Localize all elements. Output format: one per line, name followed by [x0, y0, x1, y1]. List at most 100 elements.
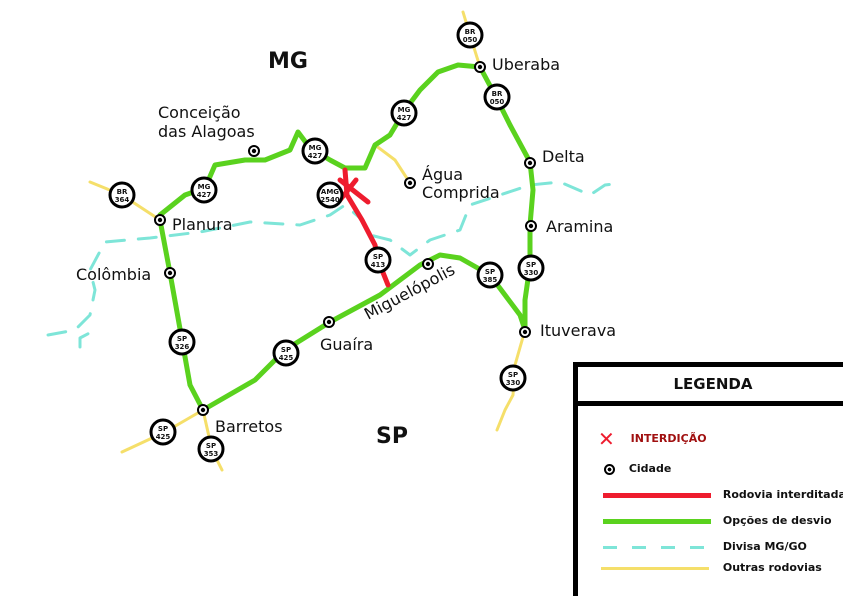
city-marker-dot	[251, 148, 257, 154]
shield-circle	[272, 339, 300, 367]
city-marker-dot	[477, 64, 483, 70]
shield-circle	[390, 99, 418, 127]
shield-label: SP	[158, 425, 168, 433]
city-marker-dot	[326, 319, 332, 325]
city-label-agua-comprida: Comprida	[422, 183, 500, 202]
shield-label: MG	[198, 183, 211, 191]
city-label-conceicao: das Alagoas	[158, 122, 255, 141]
city-label-guaira: Guaíra	[320, 335, 373, 354]
shield-label: 364	[115, 196, 130, 204]
shield-circle	[456, 21, 484, 49]
legend-detour: Opções de desvio	[603, 514, 832, 527]
red-line-swatch	[603, 492, 711, 498]
shield-label: AMG	[321, 188, 339, 196]
interdiction-x-icon	[337, 177, 371, 205]
legend-interdiction: ✕ INTERDIÇÃO	[598, 427, 707, 451]
legend-city: Cidade	[604, 462, 671, 475]
shield-label: SP	[508, 371, 518, 379]
city-marker-dot	[157, 217, 163, 223]
shield-label: SP	[206, 442, 216, 450]
shield-label: 413	[371, 261, 386, 269]
shield-circle	[483, 83, 511, 111]
shield-label: 353	[204, 450, 219, 458]
shield-label: SP	[526, 261, 536, 269]
shield-label: 2540	[320, 196, 340, 204]
legend-border: Divisa MG/GO	[603, 540, 807, 553]
legend-other-roads: Outras rodovias	[601, 561, 822, 574]
shield-label: 330	[506, 379, 521, 387]
city-marker-dot	[200, 407, 206, 413]
city-label-agua-comprida: Água	[422, 165, 463, 184]
shield-label: MG	[398, 106, 411, 114]
city-marker-dot	[167, 270, 173, 276]
shield-label: MG	[309, 144, 322, 152]
city-label-colombia: Colômbia	[76, 265, 151, 284]
shield-label: BR	[492, 90, 503, 98]
yellow-line-swatch	[601, 566, 709, 570]
city-label-ituverava: Ituverava	[540, 321, 616, 340]
city-marker-dot	[407, 180, 413, 186]
shield-label: 425	[279, 354, 294, 362]
shield-label: 330	[524, 269, 539, 277]
shield-circle	[168, 328, 196, 356]
shield-label: 425	[156, 433, 171, 441]
shield-label: SP	[485, 268, 495, 276]
shield-label: 427	[308, 152, 323, 160]
city-label-uberaba: Uberaba	[492, 55, 560, 74]
shield-circle	[301, 137, 329, 165]
cyan-dash-swatch	[603, 545, 711, 549]
city-marker-dot	[527, 160, 533, 166]
shield-circle	[499, 364, 527, 392]
state-border	[78, 328, 97, 349]
city-marker-dot	[522, 329, 528, 335]
shield-label: 050	[463, 36, 478, 44]
shield-label: 326	[175, 343, 190, 351]
legend-blocked-road: Rodovia interditada	[603, 488, 843, 501]
shield-circle	[517, 254, 545, 282]
shield-label: 050	[490, 98, 505, 106]
shield-circle	[108, 181, 136, 209]
other-roads	[88, 10, 527, 472]
region-label-mg: MG	[268, 49, 308, 74]
shield-circle	[149, 418, 177, 446]
city-marker-dot	[528, 223, 534, 229]
city-dot-icon	[604, 463, 615, 475]
shield-circle	[190, 176, 218, 204]
city-label-planura: Planura	[172, 215, 233, 234]
shield-label: BR	[465, 28, 476, 36]
shield-label: SP	[177, 335, 187, 343]
shield-label: SP	[373, 253, 383, 261]
shield-label: BR	[117, 188, 128, 196]
shield-circle	[364, 246, 392, 274]
city-label-aramina: Aramina	[546, 217, 613, 236]
city-label-conceicao: Conceição	[158, 103, 241, 122]
shield-circle	[197, 435, 225, 463]
shield-label: 427	[197, 191, 212, 199]
shield-label: 385	[483, 276, 498, 284]
shield-label: SP	[281, 346, 291, 354]
region-label-sp: SP	[376, 424, 408, 449]
legend: LEGENDA ✕ INTERDIÇÃO Cidade Rodovia inte…	[573, 362, 843, 596]
city-label-barretos: Barretos	[215, 417, 283, 436]
shield-circle	[316, 181, 344, 209]
interdiction-x-icon: ✕	[598, 427, 615, 451]
green-line-swatch	[603, 518, 711, 524]
city-marker-dot	[425, 261, 431, 267]
